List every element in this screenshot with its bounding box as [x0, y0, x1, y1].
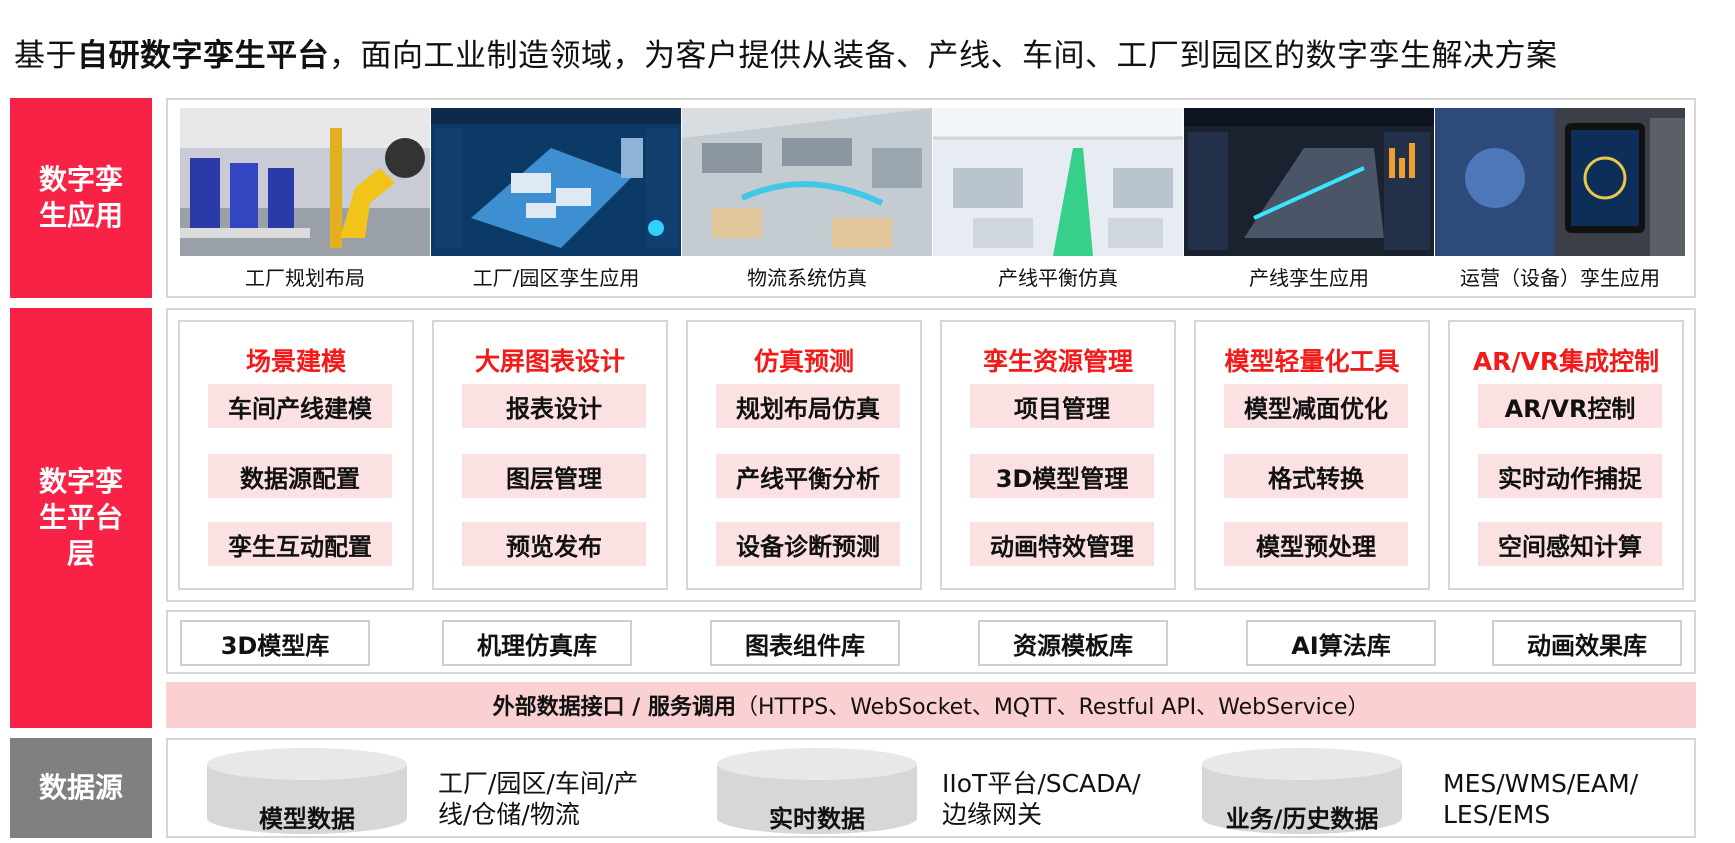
line-hud-image — [1184, 108, 1434, 256]
module-item[interactable]: 预览发布 — [462, 522, 646, 566]
module-item[interactable]: 模型减面优化 — [1224, 384, 1408, 428]
app-caption: 产线平衡仿真 — [933, 262, 1183, 291]
app-tile-factory-planning[interactable]: 工厂规划布局 — [180, 108, 430, 291]
module-simulation: 仿真预测 规划布局仿真 产线平衡分析 设备诊断预测 — [686, 320, 922, 590]
api-bar-title: 外部数据接口 / 服务调用 — [493, 689, 736, 721]
library-chart-component[interactable]: 图表组件库 — [710, 620, 900, 666]
module-item[interactable]: AR/VR控制 — [1478, 384, 1662, 428]
datasource-realtime-data: 实时数据 — [717, 748, 917, 836]
factory-robot-arm-image — [180, 108, 430, 256]
datasource-name: 模型数据 — [207, 799, 407, 834]
app-tile-logistics-sim[interactable]: 物流系统仿真 — [682, 108, 932, 291]
module-arvr-control: AR/VR集成控制 AR/VR控制 实时动作捕捉 空间感知计算 — [1448, 320, 1684, 590]
module-dashboard-design: 大屏图表设计 报表设计 图层管理 预览发布 — [432, 320, 668, 590]
library-animation-effect[interactable]: 动画效果库 — [1492, 620, 1682, 666]
layer-label-application: 数字孪生应用 — [10, 98, 152, 298]
module-item[interactable]: 实时动作捕捉 — [1478, 454, 1662, 498]
module-item[interactable]: 车间产线建模 — [208, 384, 392, 428]
module-item[interactable]: 模型预处理 — [1224, 522, 1408, 566]
module-item[interactable]: 动画特效管理 — [970, 522, 1154, 566]
module-title: 场景建模 — [180, 342, 412, 378]
title-bold: 自研数字孪生平台 — [77, 38, 329, 74]
library-ai-algorithm[interactable]: AI算法库 — [1246, 620, 1436, 666]
module-item[interactable]: 图层管理 — [462, 454, 646, 498]
datasource-name: 业务/历史数据 — [1202, 799, 1402, 834]
module-resource-management: 孪生资源管理 项目管理 3D模型管理 动画特效管理 — [940, 320, 1176, 590]
module-title: AR/VR集成控制 — [1450, 342, 1682, 378]
module-item[interactable]: 数据源配置 — [208, 454, 392, 498]
app-caption: 物流系统仿真 — [682, 262, 932, 291]
api-bar-protocols: （HTTPS、WebSocket、MQTT、Restful API、WebSer… — [736, 689, 1369, 721]
app-caption: 工厂/园区孪生应用 — [431, 262, 681, 291]
app-caption: 运营（设备）孪生应用 — [1435, 262, 1685, 291]
library-resource-template[interactable]: 资源模板库 — [978, 620, 1168, 666]
title-rest: ，面向工业制造领域，为客户提供从装备、产线、车间、工厂到园区的数字孪生解决方案 — [329, 38, 1558, 74]
app-tile-operation-twin[interactable]: 运营（设备）孪生应用 — [1435, 108, 1685, 291]
park-dashboard-image — [431, 108, 681, 256]
datasource-business-history: 业务/历史数据 — [1202, 748, 1402, 836]
module-item[interactable]: 设备诊断预测 — [716, 522, 900, 566]
module-item[interactable]: 孪生互动配置 — [208, 522, 392, 566]
library-mechanism-sim[interactable]: 机理仿真库 — [442, 620, 632, 666]
library-3d-model[interactable]: 3D模型库 — [180, 620, 370, 666]
module-item[interactable]: 规划布局仿真 — [716, 384, 900, 428]
datasource-model-data: 模型数据 — [207, 748, 407, 836]
module-title: 仿真预测 — [688, 342, 920, 378]
library-panel — [166, 610, 1696, 674]
datasource-name: 实时数据 — [717, 799, 917, 834]
module-item[interactable]: 空间感知计算 — [1478, 522, 1662, 566]
app-tile-line-twin[interactable]: 产线孪生应用 — [1184, 108, 1434, 291]
module-item[interactable]: 报表设计 — [462, 384, 646, 428]
app-tile-line-balance[interactable]: 产线平衡仿真 — [933, 108, 1183, 291]
title-prefix: 基于 — [14, 38, 77, 74]
module-lightweight-tool: 模型轻量化工具 模型减面优化 格式转换 模型预处理 — [1194, 320, 1430, 590]
datasource-description: IIoT平台/SCADA/ 边缘网关 — [942, 768, 1182, 830]
ar-tablet-equipment-image — [1435, 108, 1685, 256]
module-title: 大屏图表设计 — [434, 342, 666, 378]
app-caption: 产线孪生应用 — [1184, 262, 1434, 291]
layer-label-datasource: 数据源 — [10, 738, 152, 838]
module-scene-modeling: 场景建模 车间产线建模 数据源配置 孪生互动配置 — [178, 320, 414, 590]
logistics-warehouse-image — [682, 108, 932, 256]
datasource-description: 工厂/园区/车间/产 线/仓储/物流 — [438, 768, 678, 830]
module-item[interactable]: 产线平衡分析 — [716, 454, 900, 498]
page-title: 基于自研数字孪生平台，面向工业制造领域，为客户提供从装备、产线、车间、工厂到园区… — [14, 30, 1558, 75]
production-line-image — [933, 108, 1183, 256]
module-item[interactable]: 项目管理 — [970, 384, 1154, 428]
module-title: 孪生资源管理 — [942, 342, 1174, 378]
module-title: 模型轻量化工具 — [1196, 342, 1428, 378]
layer-label-platform: 数字孪生平台层 — [10, 308, 152, 728]
app-tile-park-twin[interactable]: 工厂/园区孪生应用 — [431, 108, 681, 291]
module-item[interactable]: 格式转换 — [1224, 454, 1408, 498]
module-item[interactable]: 3D模型管理 — [970, 454, 1154, 498]
app-caption: 工厂规划布局 — [180, 262, 430, 291]
datasource-description: MES/WMS/EAM/ LES/EMS — [1443, 768, 1683, 830]
external-api-bar: 外部数据接口 / 服务调用（HTTPS、WebSocket、MQTT、Restf… — [166, 682, 1696, 728]
